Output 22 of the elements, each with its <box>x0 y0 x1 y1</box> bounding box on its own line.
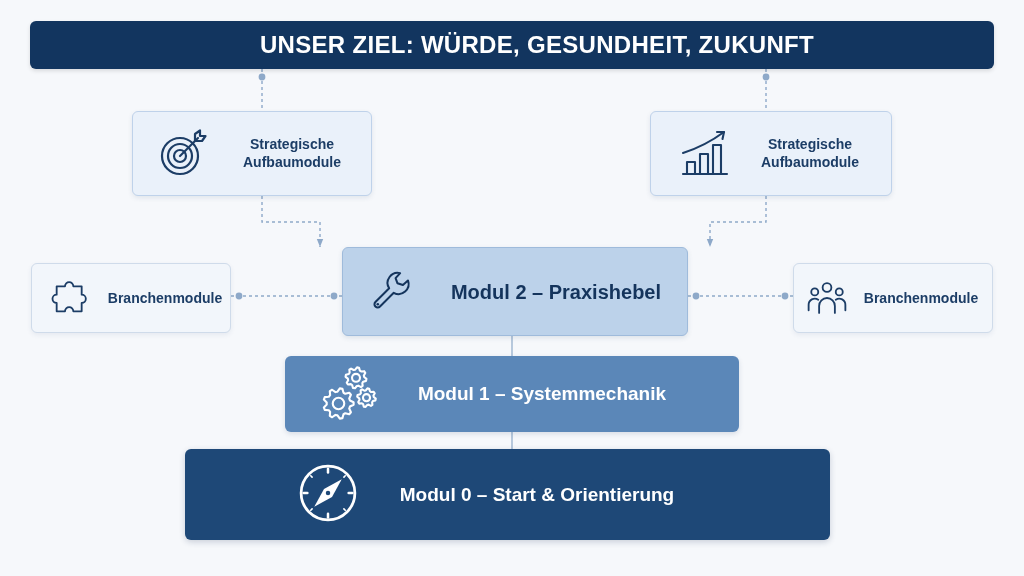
module-card <box>285 356 739 432</box>
module-card <box>793 263 993 333</box>
module-label: Branchenmodule <box>106 288 224 308</box>
module-card <box>650 111 892 196</box>
module-label: Modul 1 – Systemmechanik <box>416 382 668 407</box>
arrow <box>706 195 767 248</box>
module-card <box>31 263 231 333</box>
module-card <box>132 111 372 196</box>
banner-title: UNSER ZIEL: WÜRDE, GESUNDHEIT, ZUKUNFT <box>258 29 816 60</box>
goal-banner <box>30 21 994 69</box>
module-label: Branchenmodule <box>862 288 980 308</box>
module-card <box>185 449 830 540</box>
connector-line <box>511 335 513 357</box>
module-label: Strategische Aufbaumodule <box>242 134 342 173</box>
module-label: Strategische Aufbaumodule <box>760 134 860 173</box>
arrow <box>261 195 324 248</box>
module-card <box>342 247 688 336</box>
connector-line <box>511 431 513 450</box>
module-label: Modul 2 – Praxishebel <box>449 279 663 304</box>
module-label: Modul 0 – Start & Orientierung <box>398 482 676 507</box>
dashed-connector <box>687 292 794 300</box>
dashed-connector <box>230 292 343 300</box>
